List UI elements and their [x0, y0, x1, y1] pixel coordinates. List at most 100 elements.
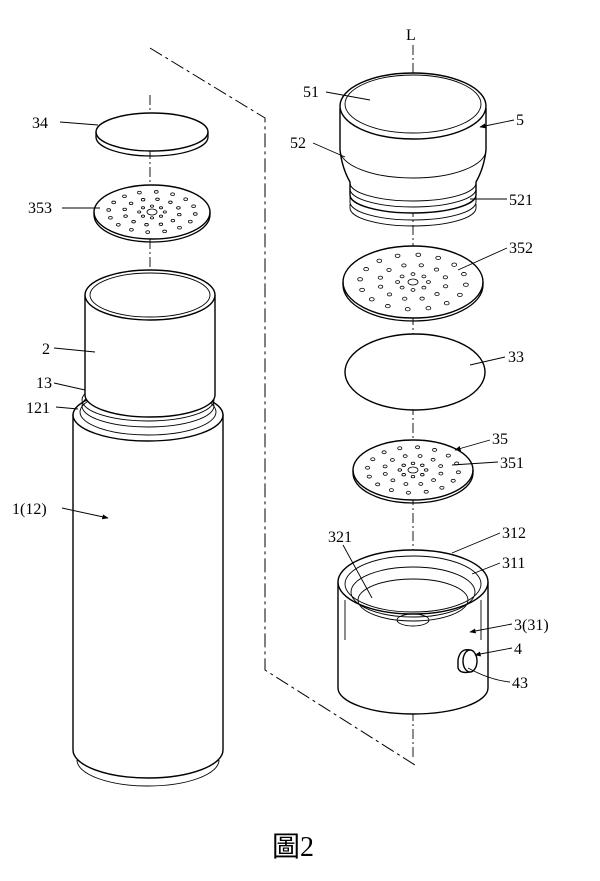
perforation-hole: [425, 306, 432, 311]
perforation-hole: [168, 200, 173, 204]
perforation-hole: [365, 465, 371, 470]
label-351: 351: [500, 455, 524, 472]
perforation-hole: [420, 473, 425, 477]
perforation-hole: [461, 272, 467, 277]
leader-33: [469, 356, 506, 366]
perforation-hole: [384, 304, 391, 309]
perforation-hole: [399, 274, 405, 279]
perforation-hole: [395, 280, 401, 284]
perforation-hole: [430, 457, 436, 462]
leader-43: [467, 667, 511, 683]
perforation-hole: [424, 468, 429, 472]
label-321: 321: [328, 529, 352, 546]
perforation-hole: [158, 206, 163, 210]
label-35: 35: [492, 431, 508, 448]
perforation-hole: [158, 214, 163, 218]
label-13: 13: [36, 375, 52, 392]
label-34: 34: [32, 115, 48, 132]
perforation-hole: [193, 212, 198, 216]
perforation-hole: [431, 478, 437, 482]
perforation-hole: [154, 190, 159, 194]
perforation-hole: [368, 297, 375, 302]
perforation-hole: [116, 223, 121, 227]
part-3-base-cup: [337, 549, 489, 715]
perforation-hole: [463, 282, 469, 287]
perforation-hole: [401, 463, 406, 467]
perforation-hole: [442, 275, 448, 280]
perforation-hole: [131, 220, 136, 224]
leader-312: [451, 532, 501, 554]
label-1-12: 1(12): [12, 501, 47, 518]
leader-121: [55, 406, 79, 410]
label-4: 4: [514, 641, 522, 658]
perforation-center-hole: [146, 208, 158, 216]
perforation-hole: [405, 490, 411, 495]
leader-311: [471, 562, 501, 575]
perforation-hole: [397, 468, 402, 472]
label-521: 521: [509, 192, 533, 209]
perforation-hole: [129, 228, 134, 232]
label-2: 2: [42, 341, 50, 358]
perforation-hole: [439, 485, 445, 490]
perforation-hole: [137, 190, 142, 195]
perforation-hole: [450, 478, 456, 483]
perforation-hole: [417, 454, 423, 458]
perforation-hole: [122, 194, 127, 199]
perforation-hole: [145, 230, 151, 234]
label-352: 352: [509, 240, 533, 257]
leader-52: [312, 142, 346, 158]
perforation-hole: [106, 208, 111, 212]
perforation-hole: [359, 287, 365, 292]
perforation-hole: [158, 222, 164, 226]
perforation-hole: [363, 267, 369, 272]
perforation-hole: [177, 212, 182, 217]
leader-13: [53, 382, 86, 391]
perforation-hole: [388, 488, 394, 492]
leader-51: [325, 91, 371, 101]
perforation-hole: [191, 204, 196, 208]
leader-34: [59, 121, 99, 126]
leader-3-31: [469, 623, 513, 634]
perforation-hole: [170, 218, 176, 223]
perforation-hole: [423, 489, 429, 494]
label-353: 353: [28, 200, 52, 217]
perforation-hole: [432, 448, 438, 452]
label-311: 311: [502, 555, 525, 572]
perforation-hole: [382, 464, 388, 469]
perforation-hole: [128, 201, 134, 206]
perforation-hole: [170, 192, 175, 196]
part-34-disc: [95, 112, 209, 157]
perforation-hole: [443, 301, 450, 306]
part-2-inner-sleeve: [84, 269, 216, 418]
perforation-hole: [401, 473, 406, 477]
perforation-hole: [442, 284, 449, 289]
label-5: 5: [516, 112, 524, 129]
perforation-hole: [188, 219, 193, 224]
perforation-hole: [420, 463, 425, 467]
perforation-hole: [149, 216, 154, 220]
label-51: 51: [303, 84, 319, 101]
part-5-cap: [339, 72, 487, 227]
perforation-hole: [445, 453, 451, 458]
perforation-hole: [386, 267, 392, 272]
perforation-hole: [390, 478, 396, 483]
perforation-hole: [410, 461, 416, 466]
perforation-hole: [375, 482, 381, 487]
perforation-hole: [122, 207, 127, 212]
perforation-hole: [108, 216, 113, 220]
leader-321: [342, 544, 373, 599]
perforation-hole: [357, 277, 363, 282]
perforation-hole: [410, 288, 416, 292]
perforation-hole: [455, 470, 461, 475]
label-43: 43: [512, 675, 528, 692]
perforation-hole: [377, 275, 383, 280]
label-121: 121: [26, 400, 50, 417]
perforation-hole: [451, 262, 458, 267]
leader-2: [53, 347, 96, 353]
perforation-hole: [382, 472, 388, 476]
perforation-hole: [366, 474, 372, 479]
perforation-hole: [140, 198, 146, 202]
perforation-hole: [123, 214, 128, 218]
perforation-hole: [370, 457, 376, 462]
